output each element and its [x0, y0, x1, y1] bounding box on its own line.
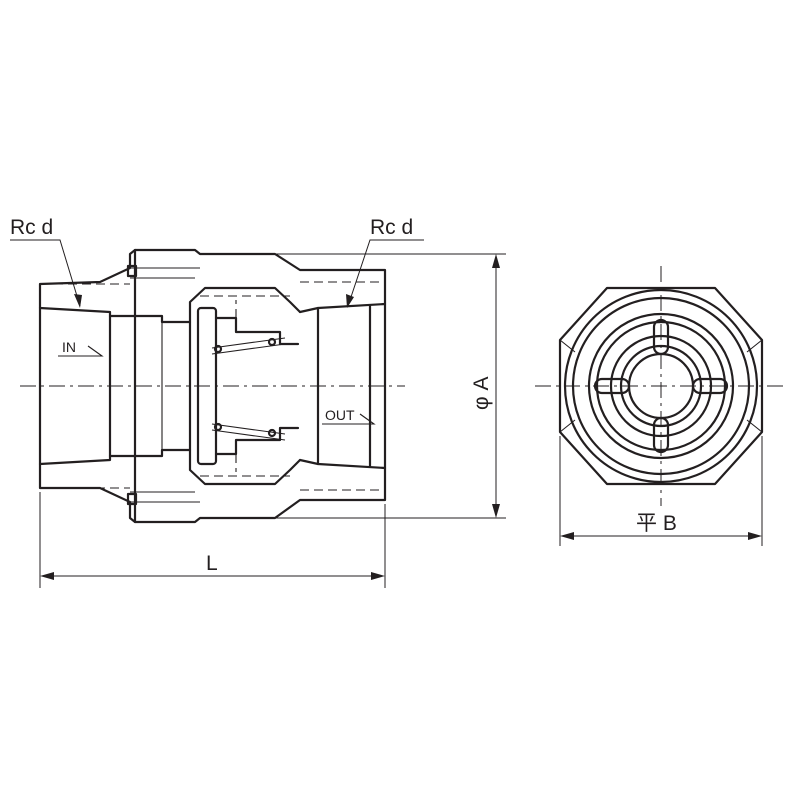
- flats-label: 平 B: [636, 512, 677, 535]
- length-label: L: [206, 552, 218, 575]
- spring-lower: [211, 422, 286, 441]
- disc-stem-upper: [214, 316, 300, 346]
- spring-upper: [211, 337, 286, 355]
- hidden-internal-bottom: [200, 454, 290, 477]
- thread-label-left: Rc d: [10, 216, 53, 239]
- flow-in-label: IN: [62, 339, 76, 355]
- flow-out-arrow-icon: [322, 413, 376, 425]
- flow-in-arrow-icon: [58, 345, 104, 357]
- flats-arrow-right: [748, 532, 762, 540]
- hex-inner-edges: [559, 339, 763, 433]
- thread-leader-right-arrowhead: [346, 294, 354, 308]
- end-view: 平 B: [535, 266, 788, 546]
- valve-body-outline: [38, 248, 387, 524]
- diameter-arrow-bottom: [492, 504, 500, 518]
- length-arrow-left: [40, 572, 54, 580]
- hidden-internal-top: [200, 295, 290, 318]
- thread-leader-right: [347, 239, 424, 307]
- thread-leader-left-arrowhead: [74, 294, 82, 308]
- body-shoulder-bottom: [188, 448, 302, 486]
- union-nut-notch-bottom: [126, 492, 138, 506]
- flow-out-marker: OUT: [322, 407, 376, 425]
- thread-label-right: Rc d: [370, 216, 413, 239]
- length-arrow-right: [371, 572, 385, 580]
- disc-stem-lower: [214, 426, 300, 456]
- thread-leader-left: [10, 239, 81, 307]
- hidden-thread-left: [40, 283, 130, 489]
- diameter-arrow-top: [492, 254, 500, 268]
- union-nut-notch-top: [126, 264, 138, 278]
- flow-in-marker: IN: [58, 339, 104, 357]
- union-nut-groove-bottom: [130, 491, 200, 503]
- union-nut-groove-top: [130, 267, 200, 279]
- flow-out-label: OUT: [325, 407, 355, 423]
- body-shoulder-top: [188, 286, 302, 324]
- hidden-thread-right: [300, 281, 385, 491]
- side-section-view: IN OUT Rc d Rc d L φ A: [10, 216, 506, 588]
- diameter-label: φ A: [470, 377, 493, 410]
- hex-outline: [558, 286, 764, 486]
- flats-arrow-left: [560, 532, 574, 540]
